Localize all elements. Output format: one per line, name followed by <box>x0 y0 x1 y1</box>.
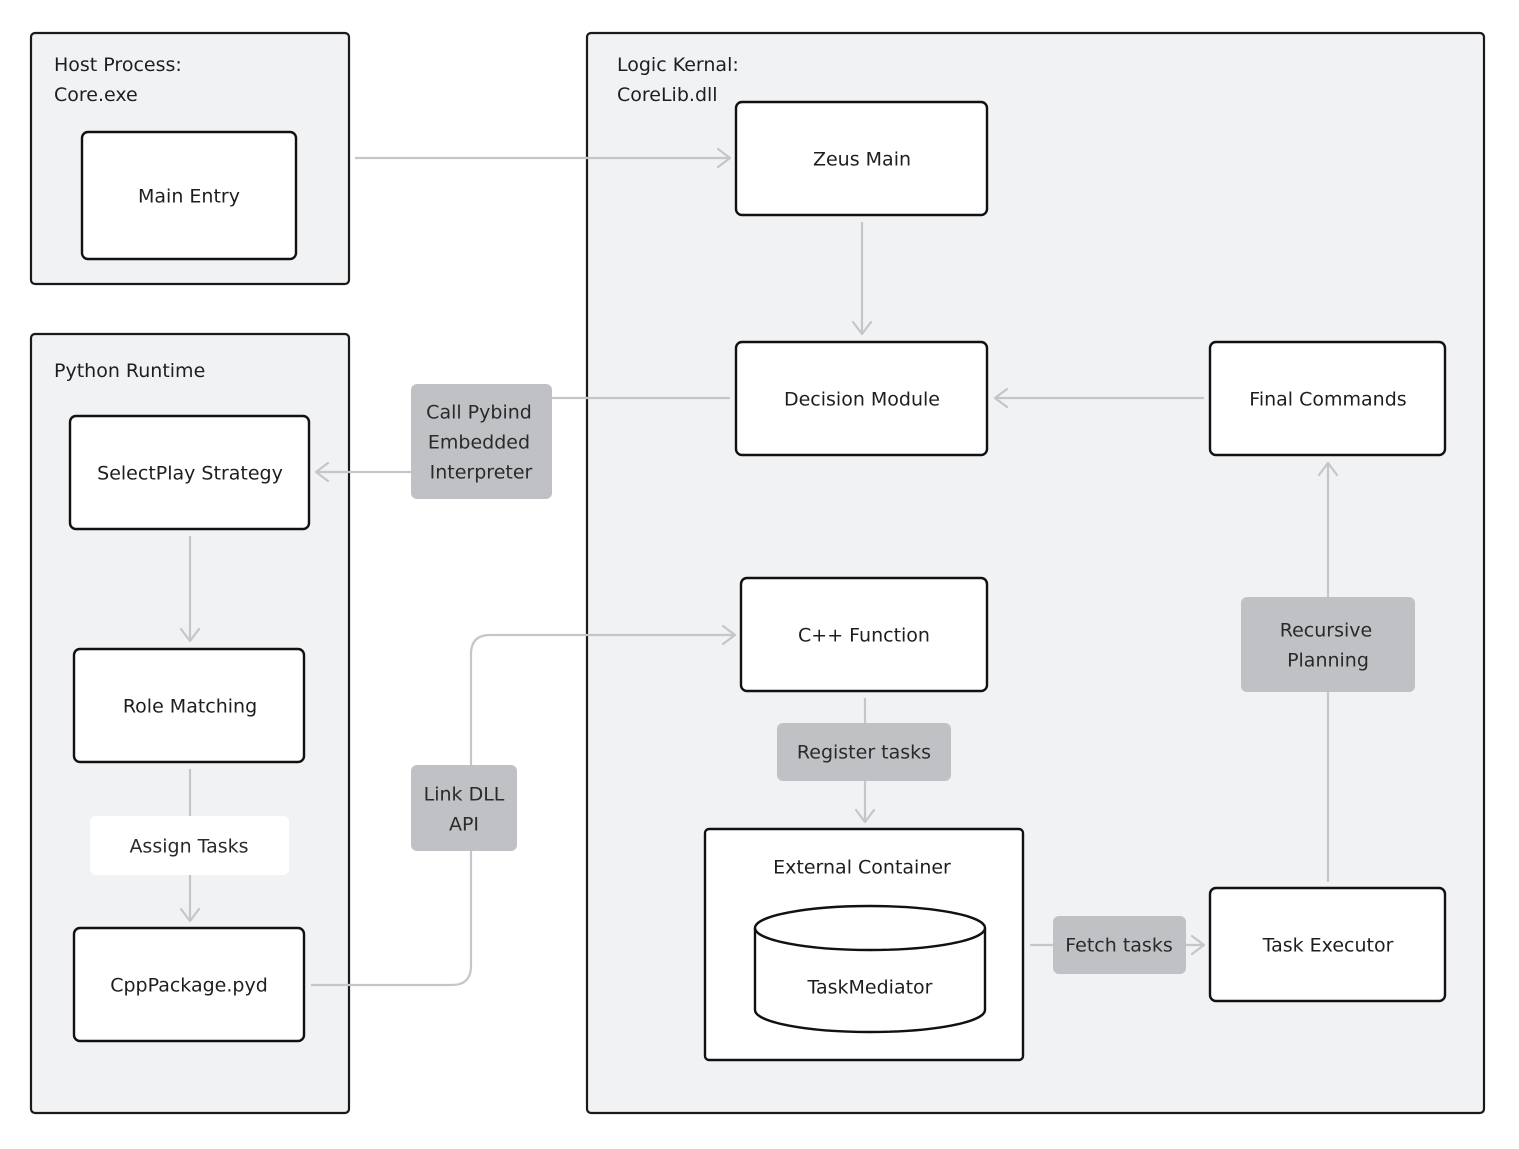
node-role-matching: Role Matching <box>72 647 306 764</box>
edge-label-register-tasks-text: Register tasks <box>797 742 931 764</box>
group-python-title: Python Runtime <box>54 360 205 382</box>
edge-label-fetch-tasks-text: Fetch tasks <box>1065 935 1172 957</box>
arrow-head <box>314 461 330 483</box>
database-icon <box>753 904 987 1034</box>
edge-label-recursive-line1: Recursive <box>1280 620 1372 642</box>
edge-label-link-dll-line2: API <box>449 814 479 836</box>
node-final-commands-label: Final Commands <box>1249 389 1406 411</box>
node-cpp-function: C++ Function <box>739 576 989 693</box>
edge-label-pybind: Call Pybind Embedded Interpreter <box>411 384 552 499</box>
edge-label-link-dll-line1: Link DLL <box>424 784 505 806</box>
group-kernel-title-line2: CoreLib.dll <box>617 84 718 106</box>
arrow-head <box>851 320 873 336</box>
arrow-head <box>1190 934 1206 956</box>
node-selectplay-strategy: SelectPlay Strategy <box>68 414 311 531</box>
node-cpppackage-label: CppPackage.pyd <box>110 975 268 997</box>
edge-label-pybind-line2: Embedded <box>428 432 530 454</box>
node-task-executor-label: Task Executor <box>1262 935 1394 957</box>
arrow-head <box>854 808 876 824</box>
node-selectplay-label: SelectPlay Strategy <box>97 463 283 485</box>
edge-label-pybind-line3: Interpreter <box>430 462 533 484</box>
group-host-title-line2: Core.exe <box>54 84 138 106</box>
node-decision-module-label: Decision Module <box>784 389 940 411</box>
node-main-entry: Main Entry <box>80 130 298 261</box>
edge-label-recursive-line2: Planning <box>1287 650 1369 672</box>
node-task-mediator-label: TaskMediator <box>807 977 933 999</box>
edge-label-pybind-line1: Call Pybind <box>426 402 532 424</box>
node-cpp-function-label: C++ Function <box>798 625 930 647</box>
node-final-commands: Final Commands <box>1208 340 1447 457</box>
node-main-entry-label: Main Entry <box>138 186 240 208</box>
node-external-container: External Container TaskMediator <box>703 827 1025 1062</box>
node-zeus-main: Zeus Main <box>734 100 989 217</box>
node-cpppackage: CppPackage.pyd <box>72 926 306 1043</box>
node-zeus-main-label: Zeus Main <box>813 149 911 171</box>
arrow-head <box>1317 461 1339 477</box>
arrow-head <box>179 907 201 923</box>
arrow-head <box>179 627 201 643</box>
edge-label-link-dll: Link DLL API <box>411 765 517 851</box>
arrow-head <box>721 624 737 646</box>
group-host-title-line1: Host Process: <box>54 54 182 76</box>
edge-label-assign-tasks-text: Assign Tasks <box>129 836 248 858</box>
node-decision-module: Decision Module <box>734 340 989 457</box>
edge-label-recursive-planning: Recursive Planning <box>1241 597 1415 692</box>
edge-label-fetch-tasks: Fetch tasks <box>1053 916 1186 974</box>
edge-label-assign-tasks: Assign Tasks <box>90 816 289 875</box>
arrow-head <box>993 387 1009 409</box>
node-role-matching-label: Role Matching <box>123 696 257 718</box>
edge-label-register-tasks: Register tasks <box>777 723 951 781</box>
node-external-container-label: External Container <box>773 857 951 879</box>
group-kernel-title-line1: Logic Kernal: <box>617 54 739 76</box>
arrow-head <box>716 147 732 169</box>
node-task-executor: Task Executor <box>1208 886 1447 1003</box>
